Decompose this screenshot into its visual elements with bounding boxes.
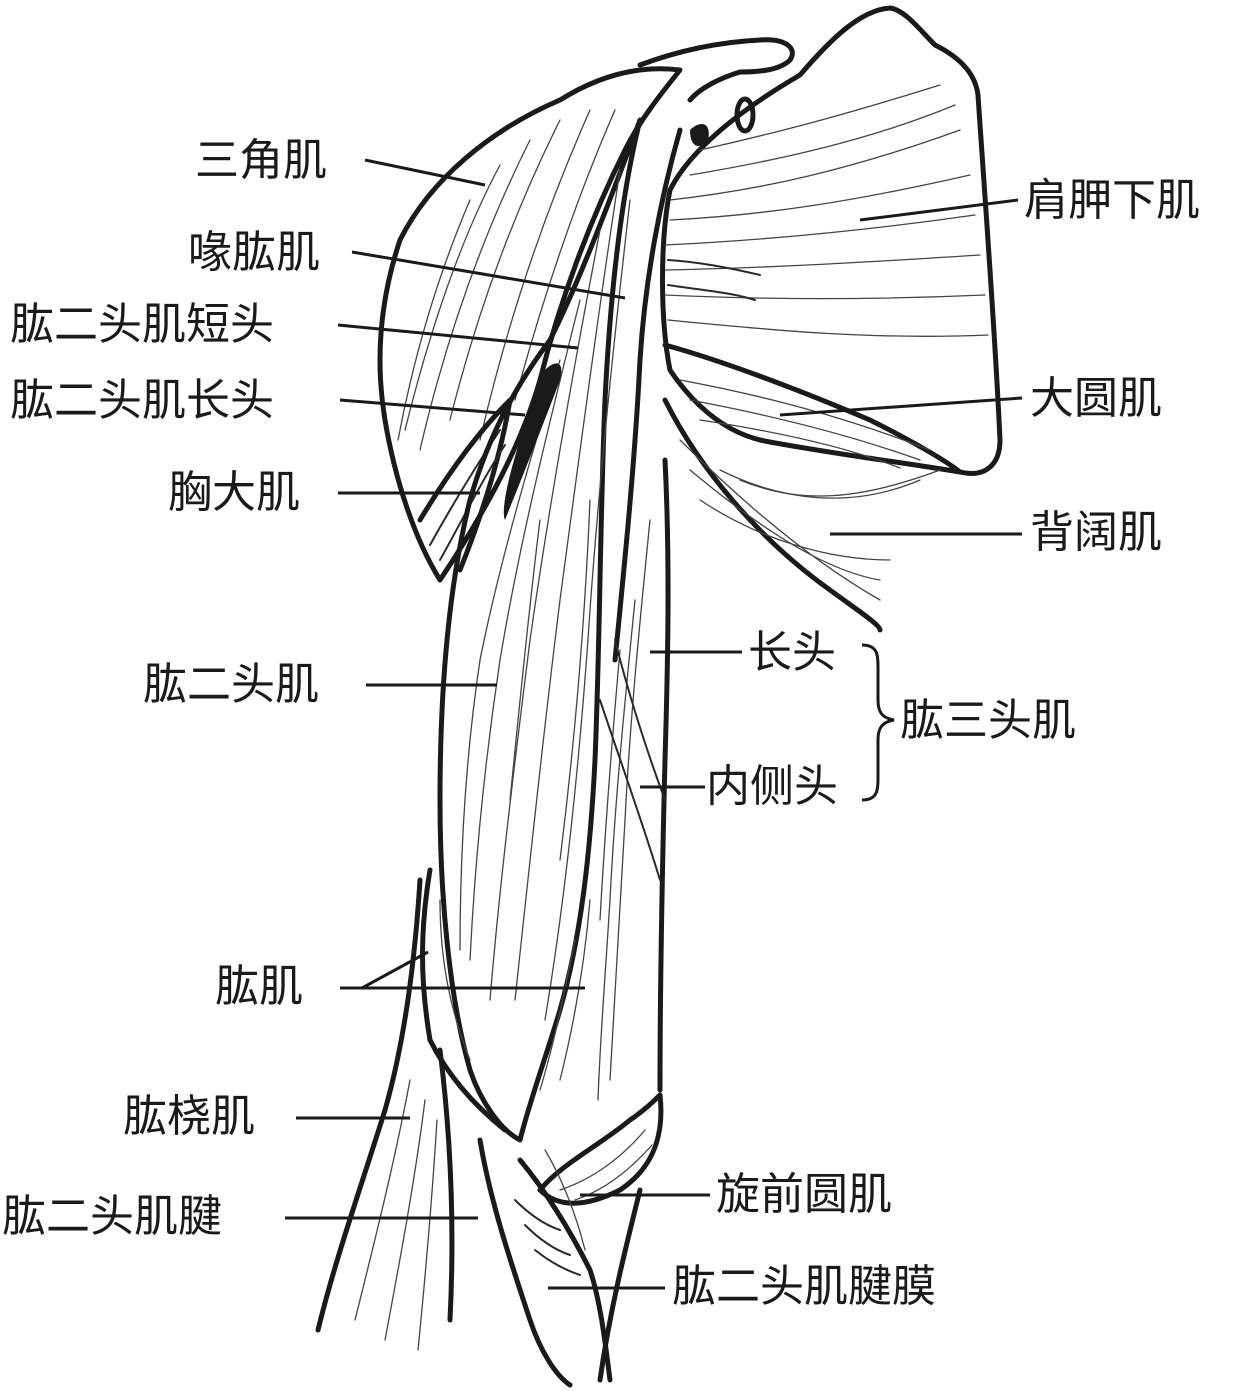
label-biceps-short-head: 肱二头肌短头 bbox=[10, 299, 274, 350]
pronator-fibers bbox=[559, 1129, 653, 1201]
label-medial-head: 内侧头 bbox=[706, 761, 838, 812]
latissimus-outline bbox=[662, 397, 883, 633]
brachioradialis-inner bbox=[437, 1047, 455, 1323]
label-pronator-teres: 旋前圆肌 bbox=[716, 1169, 892, 1220]
label-brachioradialis: 肱桡肌 bbox=[123, 1091, 255, 1142]
acromion bbox=[637, 37, 795, 103]
label-brachialis: 肱肌 bbox=[215, 961, 303, 1012]
label-bicipital-aponeurosis: 肱二头肌腱膜 bbox=[672, 1261, 936, 1312]
label-pectoralis-major: 胸大肌 bbox=[168, 467, 300, 518]
teres-major-fibers bbox=[679, 379, 931, 469]
biceps-outline bbox=[437, 117, 643, 1143]
label-subscapularis: 肩胛下肌 bbox=[1024, 175, 1200, 226]
subscapularis-fibers bbox=[664, 84, 989, 337]
label-long-head: 长头 bbox=[748, 627, 836, 678]
label-triceps: 肱三头肌 bbox=[900, 695, 1076, 746]
coracobrachialis-outline bbox=[612, 127, 683, 663]
label-deltoid: 三角肌 bbox=[195, 135, 327, 186]
biceps-fibers bbox=[459, 169, 631, 1021]
forearm-medial-outline bbox=[597, 1187, 643, 1383]
scapula-outline bbox=[660, 5, 1003, 476]
label-teres-major: 大圆肌 bbox=[1030, 373, 1162, 424]
bicipital-groove bbox=[690, 124, 709, 146]
coracoid bbox=[734, 96, 756, 134]
pronator-teres-outline bbox=[537, 1092, 664, 1206]
deltoid-fibers bbox=[397, 109, 616, 451]
brachialis-fibers bbox=[439, 899, 591, 1091]
label-biceps: 肱二头肌 bbox=[143, 659, 319, 710]
label-latissimus-dorsi: 背阔肌 bbox=[1030, 507, 1162, 558]
label-biceps-long-head: 肱二头肌长头 bbox=[10, 375, 274, 426]
label-biceps-tendon: 肱二头肌腱 bbox=[2, 1191, 222, 1242]
brachioradialis-fibers bbox=[354, 1079, 438, 1351]
latissimus-fibers bbox=[679, 439, 941, 601]
label-coracobrachialis: 喙肱肌 bbox=[188, 227, 320, 278]
forearm-lateral-outline bbox=[315, 877, 423, 1333]
triceps-brace bbox=[861, 643, 895, 802]
biceps-long-head-groove bbox=[503, 363, 562, 520]
teres-major-outline bbox=[662, 342, 963, 475]
brachialis-outline bbox=[420, 867, 508, 1133]
biceps-tendon-outline bbox=[477, 1137, 573, 1388]
triceps-fibers bbox=[597, 519, 666, 1101]
aponeurosis-fibers bbox=[514, 1149, 586, 1276]
leader-lines bbox=[285, 158, 1023, 1290]
triceps-outline bbox=[657, 457, 671, 1093]
